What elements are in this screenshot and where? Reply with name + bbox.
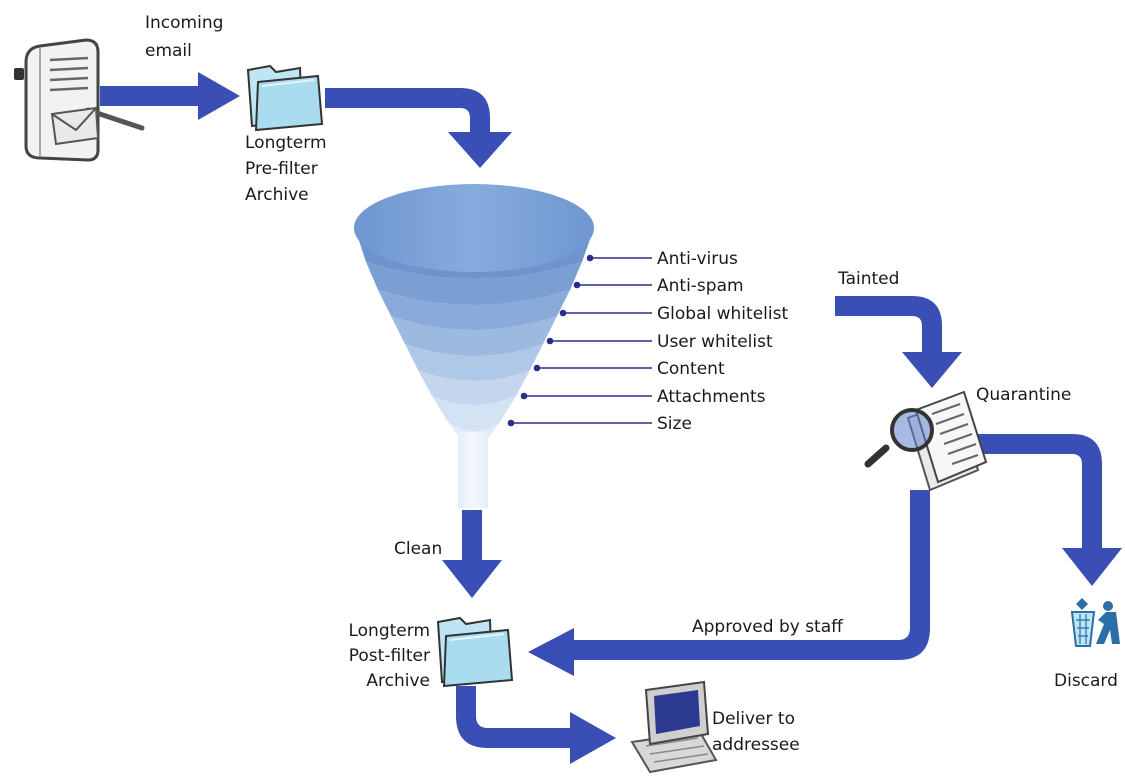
trash-icon (1070, 598, 1120, 647)
filter-labels: Anti-virus Anti-spam Global whitelist Us… (657, 249, 788, 434)
arrow-tainted (835, 296, 962, 388)
clean-label: Clean (394, 539, 442, 559)
pre-filter-archive-label: Pre-filter (245, 159, 318, 179)
deliver-label: Deliver to (712, 709, 795, 729)
flow-arrows (100, 72, 1122, 764)
discard-label: Discard (1054, 671, 1118, 691)
pre-filter-archive-label: Longterm (245, 133, 327, 153)
deliver-label: addressee (712, 735, 800, 755)
filter-label: User whitelist (657, 332, 773, 352)
arrow-clean (442, 510, 502, 598)
post-filter-archive-label: Archive (366, 671, 430, 691)
arrow-to-funnel (325, 88, 512, 168)
arrow-incoming (100, 72, 240, 120)
server-icon (14, 38, 145, 162)
quarantine-label: Quarantine (976, 385, 1071, 405)
filter-label: Content (657, 359, 725, 379)
filter-label: Attachments (657, 387, 766, 407)
approved-label: Approved by staff (692, 617, 844, 637)
pre-filter-archive-label: Archive (245, 185, 309, 205)
quarantine-icon (864, 390, 988, 492)
filter-label: Anti-virus (657, 249, 738, 269)
post-filter-archive-label: Post-filter (349, 646, 430, 666)
filter-label: Anti-spam (657, 276, 744, 296)
filter-label: Size (657, 414, 692, 434)
arrow-approved (528, 490, 930, 676)
folder-icon (246, 64, 324, 132)
tainted-label: Tainted (837, 269, 899, 289)
filter-leaders (507, 254, 652, 427)
folder-icon (436, 616, 514, 688)
computer-icon (630, 680, 718, 774)
arrow-deliver (456, 686, 616, 764)
filter-funnel (354, 184, 594, 508)
post-filter-archive-label: Longterm (348, 621, 430, 641)
arrow-discard (975, 434, 1122, 586)
incoming-email-label: Incoming (145, 13, 223, 33)
filter-label: Global whitelist (657, 304, 788, 324)
incoming-email-label: email (145, 41, 192, 61)
